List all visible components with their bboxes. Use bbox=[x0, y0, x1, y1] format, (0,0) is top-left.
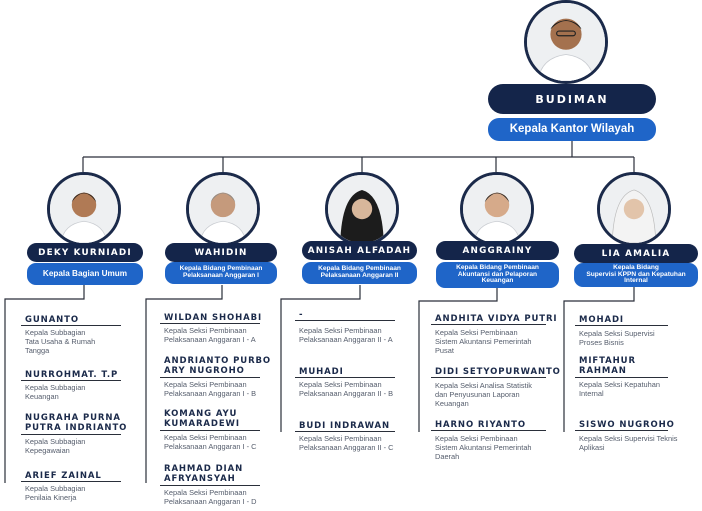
person-icon bbox=[50, 175, 118, 243]
staff-position: Kepala Subbagian Tata Usaha & Rumah Tang… bbox=[25, 328, 96, 355]
avatar-unit-5 bbox=[597, 172, 671, 246]
unit-name-badge: ANGGRAINY bbox=[436, 241, 559, 260]
person-icon bbox=[527, 3, 605, 81]
staff-position: Kepala Seksi Pembinaan Sistem Akuntansi … bbox=[435, 328, 532, 355]
unit-title-badge: Kepala Bagian Umum bbox=[27, 263, 143, 285]
staff-position: Kepala Seksi Pembinaan Pelaksanaan Angga… bbox=[299, 326, 393, 344]
person-icon bbox=[189, 175, 257, 243]
staff-position: Kepala Seksi Pembinaan Pelaksanaan Angga… bbox=[299, 380, 394, 398]
staff-position: Kepala Subbagian Kepegawaian bbox=[25, 437, 86, 455]
staff-name: ANDHITA VIDYA PUTRI bbox=[435, 314, 558, 324]
unit-name: WAHIDIN bbox=[194, 247, 248, 258]
staff-position: Kepala Seksi Pembinaan Pelaksanaan Angga… bbox=[164, 326, 256, 344]
staff-position: Kepala Seksi Pembinaan Pelaksanaan Angga… bbox=[299, 434, 394, 452]
staff-position: Kepala Seksi Supervisi Teknis Aplikasi bbox=[579, 434, 678, 452]
staff-name: NUGRAHA PURNA PUTRA INDRIANTO bbox=[25, 413, 128, 433]
unit-name: ANISAH ALFADAH bbox=[307, 245, 412, 256]
avatar-unit-1 bbox=[47, 172, 121, 246]
staff-name: DIDI SETYOPURWANTO bbox=[435, 367, 561, 377]
unit-title-badge: Kepala Bidang Supervisi KPPN dan Kepatuh… bbox=[574, 263, 698, 287]
unit-title-badge: Kepala Bidang Pembinaan Pelaksanaan Angg… bbox=[302, 262, 417, 284]
staff-divider bbox=[575, 377, 668, 378]
head-name-badge: BUDIMAN bbox=[488, 84, 656, 114]
staff-position: Kepala Seksi Pembinaan Pelaksanaan Angga… bbox=[164, 433, 257, 451]
staff-divider bbox=[21, 481, 121, 482]
staff-position: Kepala Seksi Analisa Statistik dan Penyu… bbox=[435, 381, 532, 408]
staff-name: MOHADI bbox=[579, 315, 624, 325]
staff-divider bbox=[575, 325, 668, 326]
staff-divider bbox=[21, 434, 121, 435]
staff-name: WILDAN SHOHABI bbox=[164, 313, 263, 323]
avatar-unit-3 bbox=[325, 172, 399, 246]
unit-title: Kepala Bidang Supervisi KPPN dan Kepatuh… bbox=[586, 263, 686, 285]
person-icon bbox=[328, 175, 396, 243]
staff-name: HARNO RIYANTO bbox=[435, 420, 527, 430]
staff-divider bbox=[431, 430, 546, 431]
staff-divider bbox=[160, 485, 260, 486]
unit-name: ANGGRAINY bbox=[462, 245, 533, 256]
unit-name-badge: ANISAH ALFADAH bbox=[302, 241, 417, 260]
staff-position: Kepala Subbagian Keuangan bbox=[25, 383, 86, 401]
staff-name: BUDI INDRAWAN bbox=[299, 421, 391, 431]
staff-divider bbox=[160, 430, 260, 431]
avatar-unit-2 bbox=[186, 172, 260, 246]
avatar-unit-4 bbox=[460, 172, 534, 246]
staff-name: MIFTAHUR RAHMAN bbox=[579, 356, 636, 376]
head-title: Kepala Kantor Wilayah bbox=[509, 123, 635, 136]
staff-divider bbox=[431, 377, 546, 378]
staff-divider bbox=[295, 377, 395, 378]
staff-divider bbox=[21, 380, 121, 381]
staff-name: NURROHMAT. T.P bbox=[25, 370, 119, 380]
staff-name: MUHADI bbox=[299, 367, 344, 377]
staff-position: Kepala Seksi Pembinaan Pelaksanaan Angga… bbox=[164, 380, 257, 398]
unit-title: Kepala Bidang Pembinaan Pelaksanaan Angg… bbox=[179, 265, 263, 279]
unit-name: LIA AMALIA bbox=[601, 248, 671, 259]
staff-name: ARIEF ZAINAL bbox=[25, 471, 102, 481]
staff-name: RAHMAD DIAN AFRYANSYAH bbox=[164, 464, 244, 484]
avatar-head bbox=[524, 0, 608, 84]
unit-title: Kepala Bidang Pembinaan Pelaksanaan Angg… bbox=[318, 265, 401, 279]
staff-divider bbox=[21, 325, 121, 326]
staff-position: Kepala Subbagian Penilaia Kinerja bbox=[25, 484, 86, 502]
staff-position: Kepala Seksi Kepatuhan Internal bbox=[579, 380, 660, 398]
staff-position: Kepala Seksi Pembinaan Pelaksanaan Angga… bbox=[164, 488, 257, 506]
staff-name: KOMANG AYU KUMARADEWI bbox=[164, 409, 240, 429]
unit-name-badge: WAHIDIN bbox=[165, 243, 277, 262]
staff-position: Kepala Seksi Pembinaan Sistem Akuntansi … bbox=[435, 434, 532, 461]
staff-name: GUNANTO bbox=[25, 315, 80, 325]
unit-title-badge: Kepala Bidang Pembinaan Pelaksanaan Angg… bbox=[165, 262, 277, 284]
staff-name: - bbox=[299, 310, 304, 320]
staff-divider bbox=[160, 377, 260, 378]
staff-divider bbox=[160, 323, 260, 324]
staff-divider bbox=[295, 320, 395, 321]
unit-name-badge: LIA AMALIA bbox=[574, 244, 698, 263]
person-icon bbox=[600, 175, 668, 243]
head-name: BUDIMAN bbox=[535, 92, 609, 106]
staff-divider bbox=[295, 431, 395, 432]
unit-title-badge: Kepala Bidang Pembinaan Akuntansi dan Pe… bbox=[436, 262, 559, 288]
person-icon bbox=[463, 175, 531, 243]
staff-name: SISWO NUGROHO bbox=[579, 420, 675, 430]
head-title-badge: Kepala Kantor Wilayah bbox=[488, 118, 656, 141]
staff-position: Kepala Seksi Supervisi Proses Bisnis bbox=[579, 329, 655, 347]
unit-name: DEKY KURNIADI bbox=[38, 247, 132, 258]
unit-name-badge: DEKY KURNIADI bbox=[27, 243, 143, 262]
unit-title: Kepala Bidang Pembinaan Akuntansi dan Pe… bbox=[456, 263, 539, 285]
staff-divider bbox=[431, 324, 546, 325]
staff-divider bbox=[575, 430, 668, 431]
staff-name: ANDRIANTO PURBO ARY NUGROHO bbox=[164, 356, 272, 376]
unit-title: Kepala Bagian Umum bbox=[42, 268, 128, 278]
